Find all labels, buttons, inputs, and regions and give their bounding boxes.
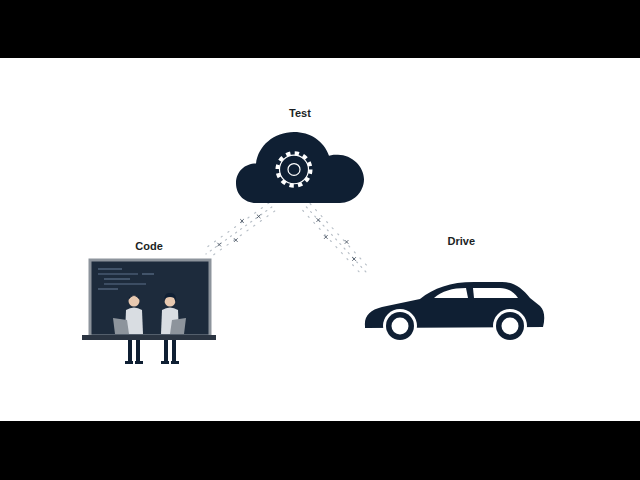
node-heading: Code: [133, 239, 165, 253]
dotted-link: [303, 204, 370, 276]
dotted-link: [203, 203, 275, 258]
node-heading: Drive: [446, 234, 478, 248]
letterbox-bar: [0, 0, 640, 58]
code-node: Code: [82, 258, 216, 368]
node-heading: Test: [287, 106, 313, 120]
letterbox-bar: [0, 421, 640, 480]
cloud-icon: [236, 128, 364, 205]
car-node: Drive: [362, 276, 546, 344]
cloud-node: Test: [236, 128, 364, 205]
coding-scene: [82, 258, 216, 368]
car-illustration: [362, 276, 546, 344]
